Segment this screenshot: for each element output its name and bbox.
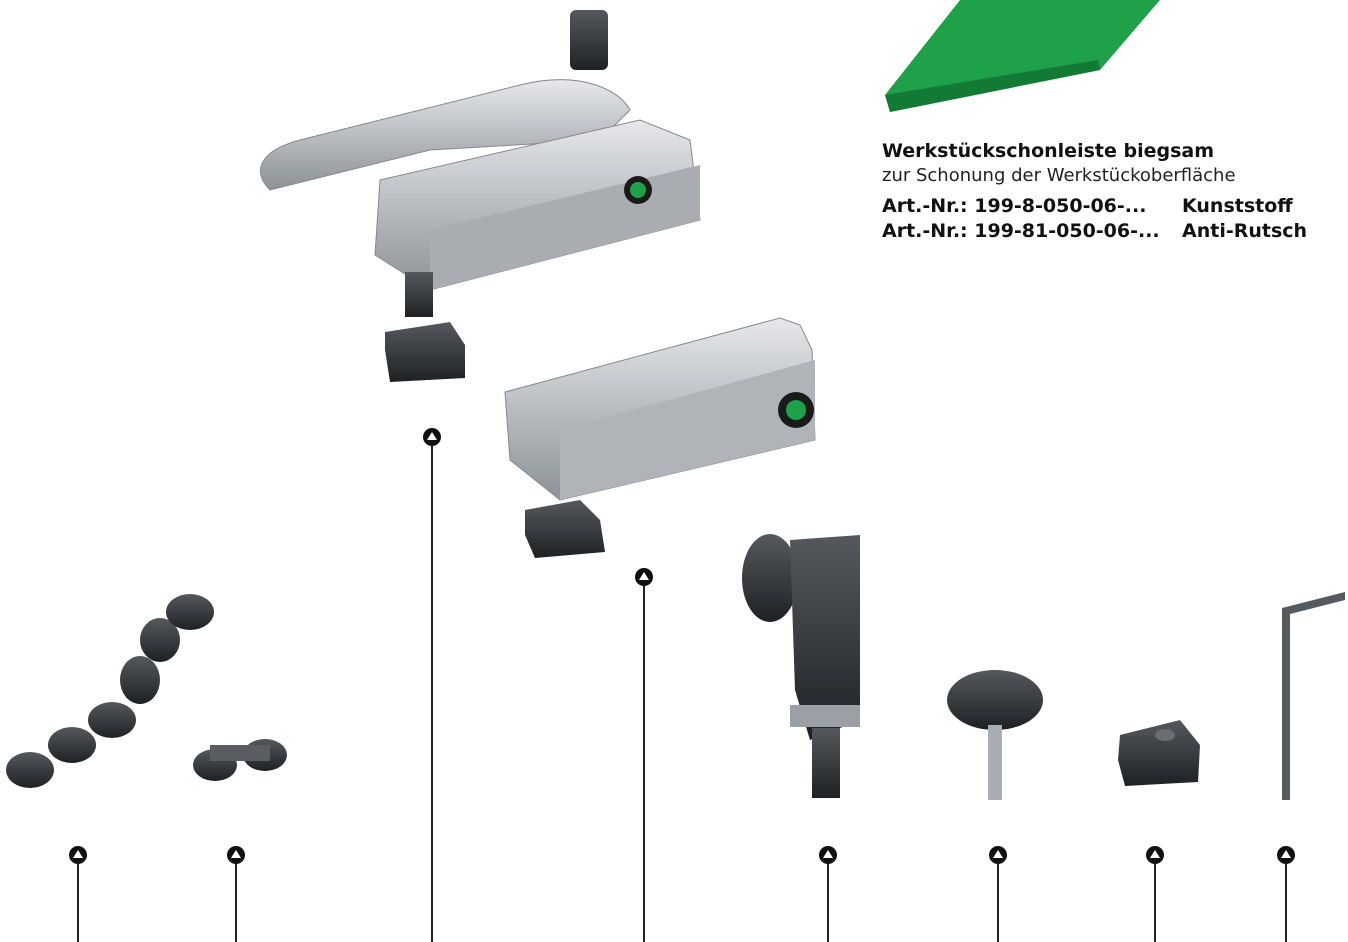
leader-line bbox=[997, 864, 999, 942]
leader-line bbox=[643, 586, 645, 942]
leader-line bbox=[1285, 864, 1287, 942]
swivel-support bbox=[742, 534, 860, 798]
roller-chain bbox=[6, 594, 214, 788]
article-number: Art.-Nr.: 199-8-050-06-... bbox=[882, 195, 1147, 217]
article-material: Kunststoff bbox=[1182, 195, 1293, 217]
callout-marker bbox=[69, 846, 87, 864]
callout-marker bbox=[1277, 846, 1295, 864]
callout-marker bbox=[635, 568, 653, 586]
clamp-rail bbox=[504, 317, 816, 501]
article-row: Art.-Nr.: 199-81-050-06-... Anti-Rutsch bbox=[882, 219, 1342, 244]
leader-line bbox=[235, 864, 237, 942]
t-slot-nut-upper bbox=[385, 322, 465, 382]
callout-marker bbox=[819, 846, 837, 864]
leader-line bbox=[827, 864, 829, 942]
clamp-lever-assembly bbox=[259, 10, 701, 317]
leader-line bbox=[1154, 864, 1156, 942]
article-material: Anti-Rutsch bbox=[1182, 220, 1308, 242]
caption-subtitle: zur Schonung der Werkstückoberfläche bbox=[882, 165, 1236, 186]
chain-link bbox=[193, 739, 287, 781]
hex-key bbox=[1282, 592, 1345, 800]
callout-marker bbox=[227, 846, 245, 864]
article-row: Art.-Nr.: 199-8-050-06-... Kunststoff bbox=[882, 194, 1342, 219]
product-caption: Werkstückschonleiste biegsam zur Schonun… bbox=[882, 138, 1342, 244]
callout-marker bbox=[989, 846, 1007, 864]
callout-marker bbox=[1146, 846, 1164, 864]
leader-line bbox=[431, 446, 433, 942]
article-number: Art.-Nr.: 199-81-050-06-... bbox=[882, 220, 1160, 242]
callout-marker bbox=[423, 428, 441, 446]
star-knob-screw bbox=[947, 670, 1043, 800]
leader-line bbox=[77, 864, 79, 942]
caption-title: Werkstückschonleiste biegsam bbox=[882, 140, 1214, 162]
t-slot-nut-rail bbox=[525, 500, 605, 558]
t-slot-nut-small bbox=[1118, 720, 1200, 786]
green-protection-strip bbox=[885, 0, 1160, 112]
